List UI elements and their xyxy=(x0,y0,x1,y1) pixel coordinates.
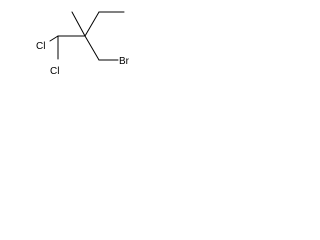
chemical-structure-diagram: Cl Cl Br xyxy=(36,11,130,77)
chlorine-atom-label-top: Cl xyxy=(36,41,45,52)
bond-quaternary-carbon-to-methyl xyxy=(71,11,86,37)
bromine-atom-label: Br xyxy=(119,56,130,67)
bond-quaternary-carbon-to-bromomethyl xyxy=(84,35,100,61)
bond-quaternary-carbon-to-ethyl-ch2 xyxy=(84,11,100,37)
chlorine-atom-label-bottom: Cl xyxy=(50,66,59,77)
bond-dichloromethyl-to-chlorine-top xyxy=(49,35,59,42)
